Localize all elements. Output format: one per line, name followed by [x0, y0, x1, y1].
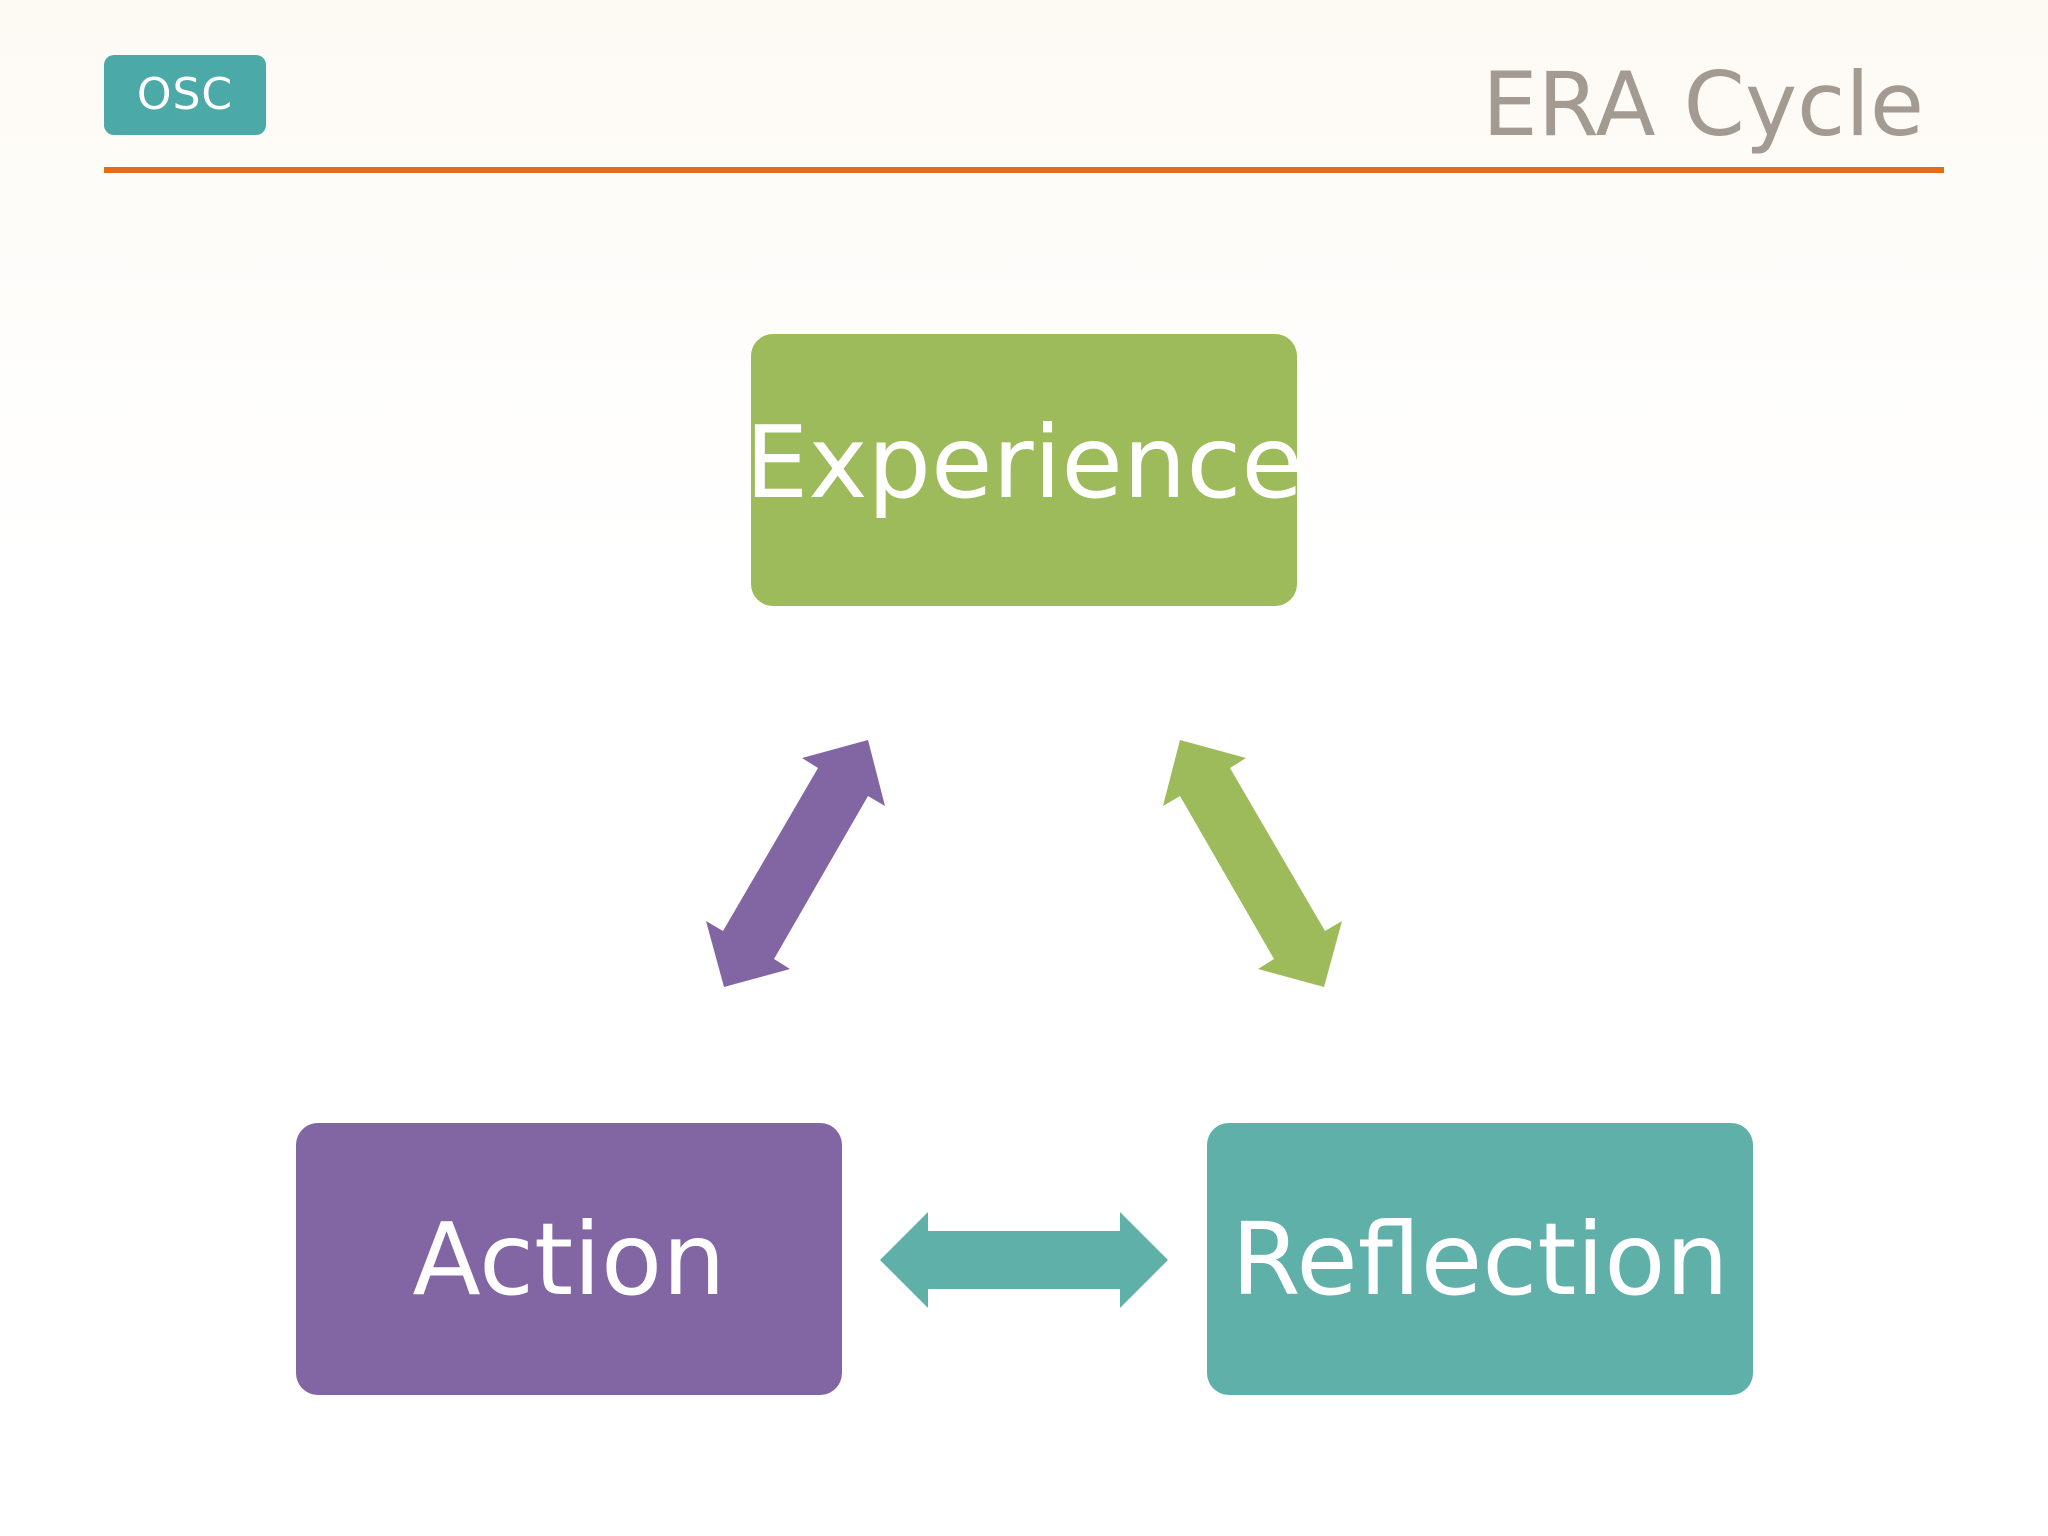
reflection-label: Reflection: [1231, 1200, 1729, 1318]
action-node: Action: [296, 1123, 842, 1395]
arrow-experience-reflection: [1163, 740, 1342, 987]
title-divider: [104, 167, 1944, 173]
experience-label: Experience: [745, 403, 1303, 521]
action-label: Action: [412, 1200, 726, 1318]
slide-title: ERA Cycle: [1482, 53, 1924, 156]
arrow-experience-action: [706, 740, 885, 987]
reflection-node: Reflection: [1207, 1123, 1753, 1395]
arrow-action-reflection: [880, 1212, 1168, 1308]
experience-node: Experience: [745, 334, 1303, 606]
osc-logo-badge: OSC: [104, 55, 266, 135]
